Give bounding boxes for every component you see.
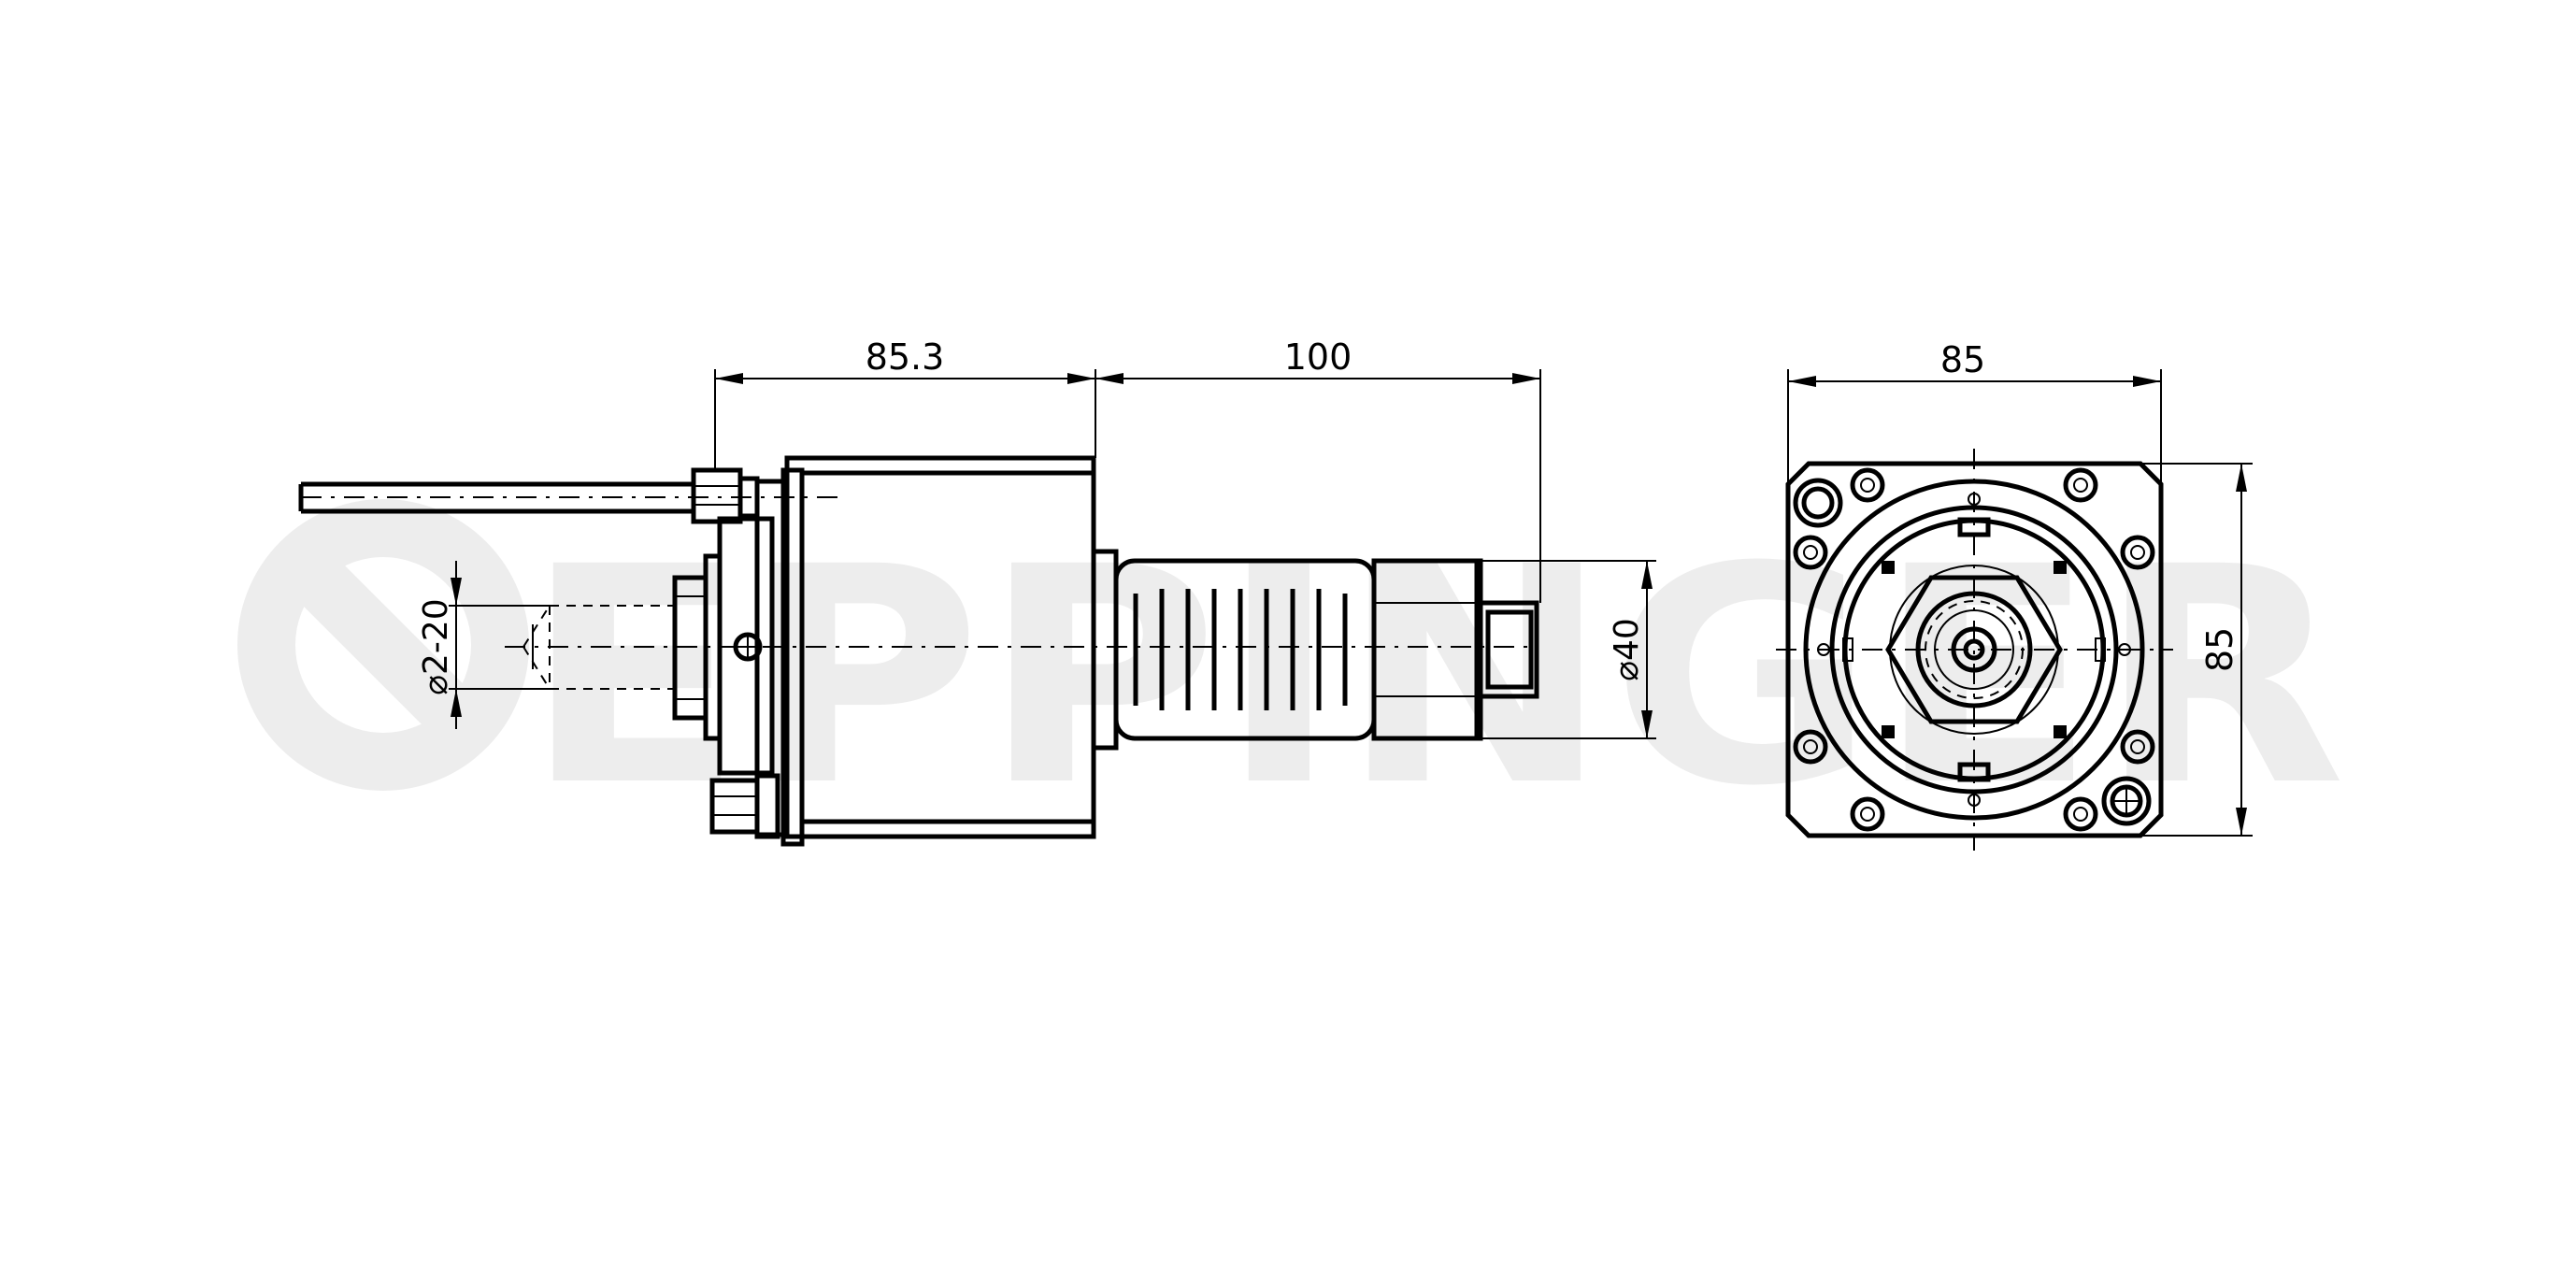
dimension-front-height-label: 85 [2199, 627, 2240, 672]
front-coolant-port-top-left [1793, 478, 1843, 528]
watermark-logo-icon [237, 499, 529, 791]
dimension-front-height: 85 [2140, 463, 2253, 837]
dimension-collet-range: ⌀2-20 [417, 561, 551, 729]
coolant-tube [298, 481, 846, 514]
dimension-front-width-label: 85 [1940, 339, 1985, 380]
dimension-100-label: 100 [1284, 336, 1352, 378]
front-inner-bolt-2 [2054, 561, 2067, 574]
front-hex-nut [1885, 575, 2063, 724]
dimension-shank-diameter-label: ⌀40 [1608, 618, 1646, 680]
front-inner-bolt-4 [2054, 725, 2067, 738]
front-coolant-port-bottom-right [2101, 776, 2152, 826]
side-view [298, 455, 1539, 847]
dimension-85-3: 85.3 [714, 336, 1096, 472]
drive-end [1371, 558, 1539, 741]
front-outer-bolts [1793, 467, 2155, 832]
dimension-front-width: 85 [1787, 339, 2162, 484]
watermark: EPPINGER [237, 499, 2346, 852]
front-inner-bolt-1 [1882, 561, 1895, 574]
dimension-100: 100 [1095, 336, 1541, 603]
dimension-collet-range-label: ⌀2-20 [417, 598, 455, 694]
dimension-shank-diameter: ⌀40 [1481, 560, 1656, 739]
front-inner-bolt-3 [1882, 725, 1895, 738]
dimension-85-3-label: 85.3 [866, 336, 945, 378]
